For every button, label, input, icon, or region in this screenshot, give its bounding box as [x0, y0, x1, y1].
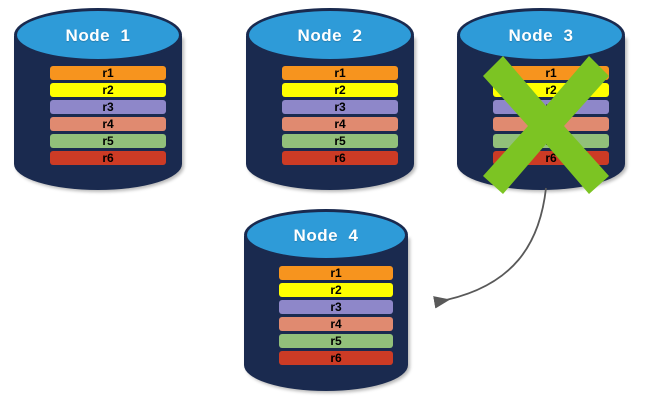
node-1-cylinder-top: Node 1: [14, 8, 182, 62]
node-2-record-r1[interactable]: r1: [282, 66, 398, 80]
node-2-cylinder-top: Node 2: [246, 8, 414, 62]
node-4[interactable]: Node 4 r1 r2 r3 r4 r5 r6: [244, 209, 408, 391]
node-4-record-r4[interactable]: r4: [279, 317, 393, 331]
node-1-record-r1[interactable]: r1: [50, 66, 166, 80]
node-3-record-r3[interactable]: r3: [493, 100, 609, 114]
node-1-records: r1 r2 r3 r4 r5 r6: [50, 66, 166, 165]
node-3-record-r2[interactable]: r2: [493, 83, 609, 97]
node-1-record-r6[interactable]: r6: [50, 151, 166, 165]
node-2-record-r5[interactable]: r5: [282, 134, 398, 148]
node-3-record-r1[interactable]: r1: [493, 66, 609, 80]
node-4-record-r2[interactable]: r2: [279, 283, 393, 297]
node-2-record-r4[interactable]: r4: [282, 117, 398, 131]
node-4-cylinder-top: Node 4: [244, 209, 408, 261]
node-4-title: Node 4: [293, 226, 359, 245]
node-4-record-r5[interactable]: r5: [279, 334, 393, 348]
node-2-title: Node 2: [297, 26, 363, 45]
node-4-record-r3[interactable]: r3: [279, 300, 393, 314]
node-2-records: r1 r2 r3 r4 r5 r6: [282, 66, 398, 165]
node-3-record-r4[interactable]: r4: [493, 117, 609, 131]
node-1-record-r2[interactable]: r2: [50, 83, 166, 97]
node-3[interactable]: Node 3 r1 r2 r3 r4 r5 r6: [457, 8, 625, 194]
node-1-record-r5[interactable]: r5: [50, 134, 166, 148]
node-2-record-r6[interactable]: r6: [282, 151, 398, 165]
node-3-cylinder-top: Node 3: [457, 8, 625, 62]
node-4-record-r6[interactable]: r6: [279, 351, 393, 365]
node-1-record-r3[interactable]: r3: [50, 100, 166, 114]
node-2[interactable]: Node 2 r1 r2 r3 r4 r5 r6: [246, 8, 414, 190]
node-1-record-r4[interactable]: r4: [50, 117, 166, 131]
node-4-records: r1 r2 r3 r4 r5 r6: [279, 266, 393, 365]
node-3-title: Node 3: [508, 26, 574, 45]
node-4-record-r1[interactable]: r1: [279, 266, 393, 280]
node-3-records: r1 r2 r3 r4 r5 r6: [493, 66, 609, 165]
node-3-record-r5[interactable]: r5: [493, 134, 609, 148]
node-2-record-r3[interactable]: r3: [282, 100, 398, 114]
node-1-title: Node 1: [65, 26, 131, 45]
node-1[interactable]: Node 1 r1 r2 r3 r4 r5 r6: [14, 8, 182, 190]
node-3-record-r6[interactable]: r6: [493, 151, 609, 165]
node-2-record-r2[interactable]: r2: [282, 83, 398, 97]
